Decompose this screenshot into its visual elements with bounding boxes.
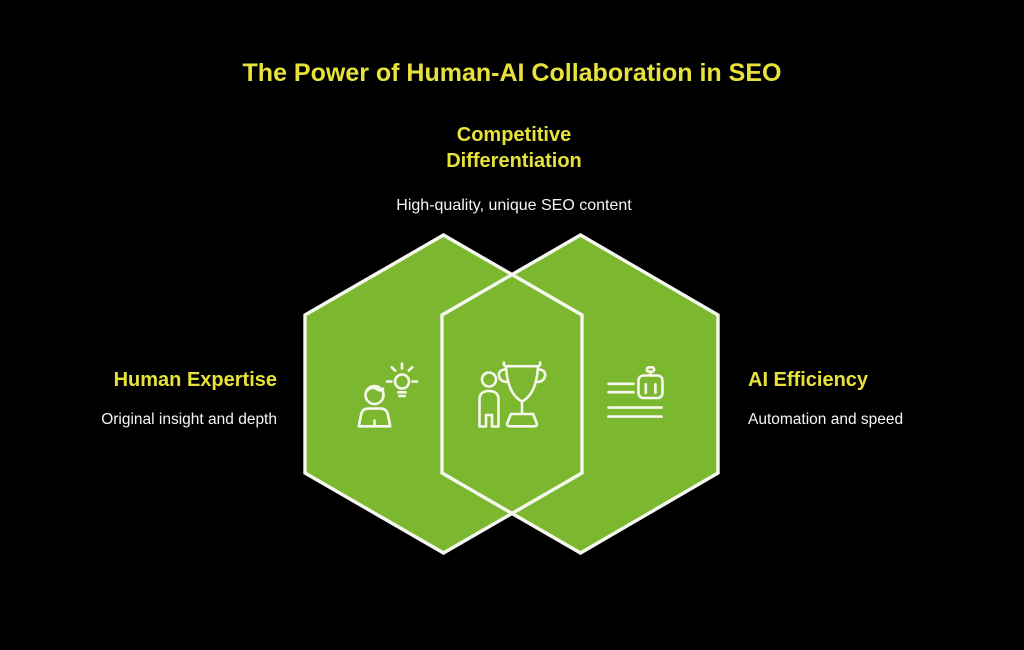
ai-efficiency-hexagon-outline xyxy=(440,233,720,555)
human-expertise-hexagon-outline xyxy=(303,233,584,555)
competitive-differentiation-subtext: High-quality, unique SEO content xyxy=(396,197,632,214)
hexagon-outlines xyxy=(303,233,720,555)
human-expertise-label: Human Expertise Original insight and dep… xyxy=(0,369,277,429)
ai-efficiency-subtext: Automation and speed xyxy=(748,411,904,428)
ai-efficiency-label: AI Efficiency Automation and speed xyxy=(748,369,1008,429)
ai-efficiency-heading: AI Efficiency xyxy=(748,369,869,391)
hexagon-fills xyxy=(305,235,718,553)
page-title: The Power of Human-AI Collaboration in S… xyxy=(242,59,782,87)
ai-efficiency-hexagon xyxy=(442,235,718,553)
diagram-icons xyxy=(357,361,664,428)
person-trophy-icon xyxy=(478,361,547,428)
robot-text-lines-icon xyxy=(607,365,664,418)
human-expertise-subtext: Original insight and depth xyxy=(101,411,277,428)
person-lightbulb-icon xyxy=(357,362,419,428)
competitive-differentiation-heading: Competitive Differentiation xyxy=(446,124,582,172)
human-expertise-heading: Human Expertise xyxy=(113,369,277,391)
